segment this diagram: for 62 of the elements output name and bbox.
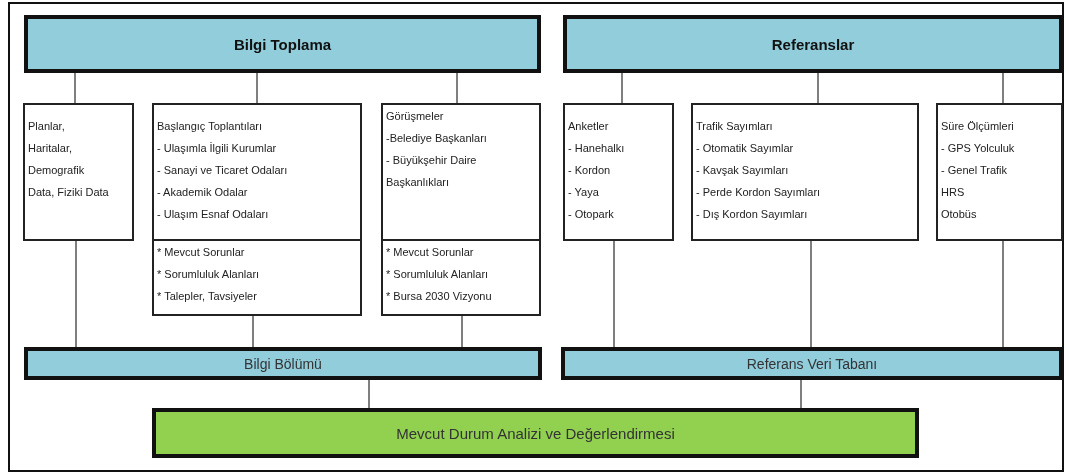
connector-line	[75, 240, 77, 348]
list-item: - Otomatik Sayımlar	[696, 141, 795, 156]
connector-line	[461, 315, 463, 348]
section-bar	[24, 347, 542, 380]
list-item: - Otopark	[568, 207, 615, 222]
connector-line	[817, 72, 819, 104]
list-box	[152, 239, 362, 316]
result-bar	[152, 408, 919, 458]
list-item: - Akademik Odalar	[157, 185, 249, 200]
connector-line	[621, 72, 623, 104]
list-item: HRS	[941, 185, 966, 200]
result-title: Mevcut Durum Analizi ve Değerlendirmesi	[396, 424, 675, 442]
list-item: * Sorumluluk Alanları	[157, 267, 261, 282]
list-item: - Genel Trafik	[941, 163, 1009, 178]
connector-line	[456, 72, 458, 104]
list-box	[381, 239, 541, 316]
header-text: Referanslar	[771, 35, 855, 53]
header-box	[563, 15, 1063, 73]
section-title: Bilgi Bölümü	[244, 355, 322, 372]
header-text: Bilgi Toplama	[233, 35, 332, 53]
list-item: Görüşmeler	[386, 109, 445, 124]
list-box	[563, 103, 674, 241]
connector-line	[1002, 72, 1004, 104]
list-item: - Ulaşımla İlgili Kurumlar	[157, 141, 278, 156]
connector-line	[74, 72, 76, 104]
list-item: - Kordon	[568, 163, 612, 178]
list-text: - Büyükşehir Daire Başkanlıkları	[386, 153, 478, 190]
section-title: Referans Veri Tabanı	[746, 355, 878, 372]
list-item: Süre Ölçümleri	[941, 119, 1015, 134]
list-item: Trafik Sayımları	[696, 119, 774, 134]
section-bar	[561, 347, 1063, 380]
list-item: * Mevcut Sorunlar	[157, 245, 246, 260]
list-item: * Talepler, Tavsiyeler	[157, 289, 258, 304]
connector-line	[800, 379, 802, 409]
list-item: - GPS Yolculuk	[941, 141, 1016, 156]
list-item: * Bursa 2030 Vizyonu	[386, 289, 493, 304]
list-item: -Belediye Başkanları	[386, 131, 488, 146]
list-item: - Hanehalkı	[568, 141, 626, 156]
connector-line	[1002, 240, 1004, 348]
connector-line	[810, 240, 812, 348]
list-item: * Sorumluluk Alanları	[386, 267, 490, 282]
list-item: - Kavşak Sayımları	[696, 163, 790, 178]
list-box	[381, 103, 541, 241]
list-item: - Yaya	[568, 185, 600, 200]
list-box	[152, 103, 362, 241]
list-text: Planlar, Haritalar, Demografik Data, Fiziki Data	[28, 119, 110, 200]
list-item: - Dış Kordon Sayımları	[696, 207, 809, 222]
list-item: Anketler	[568, 119, 610, 134]
list-item: - Sanayi ve Ticaret Odaları	[157, 163, 289, 178]
connector-line	[256, 72, 258, 104]
connector-line	[613, 240, 615, 348]
list-item: * Mevcut Sorunlar	[386, 245, 475, 260]
header-box	[24, 15, 541, 73]
connector-line	[368, 379, 370, 409]
list-item: Otobüs	[941, 207, 978, 222]
list-box	[936, 103, 1063, 241]
list-box	[23, 103, 134, 241]
list-item: - Perde Kordon Sayımları	[696, 185, 822, 200]
list-box	[691, 103, 919, 241]
connector-line	[252, 315, 254, 348]
list-item: - Ulaşım Esnaf Odaları	[157, 207, 270, 222]
list-item: Başlangıç Toplantıları	[157, 119, 263, 134]
